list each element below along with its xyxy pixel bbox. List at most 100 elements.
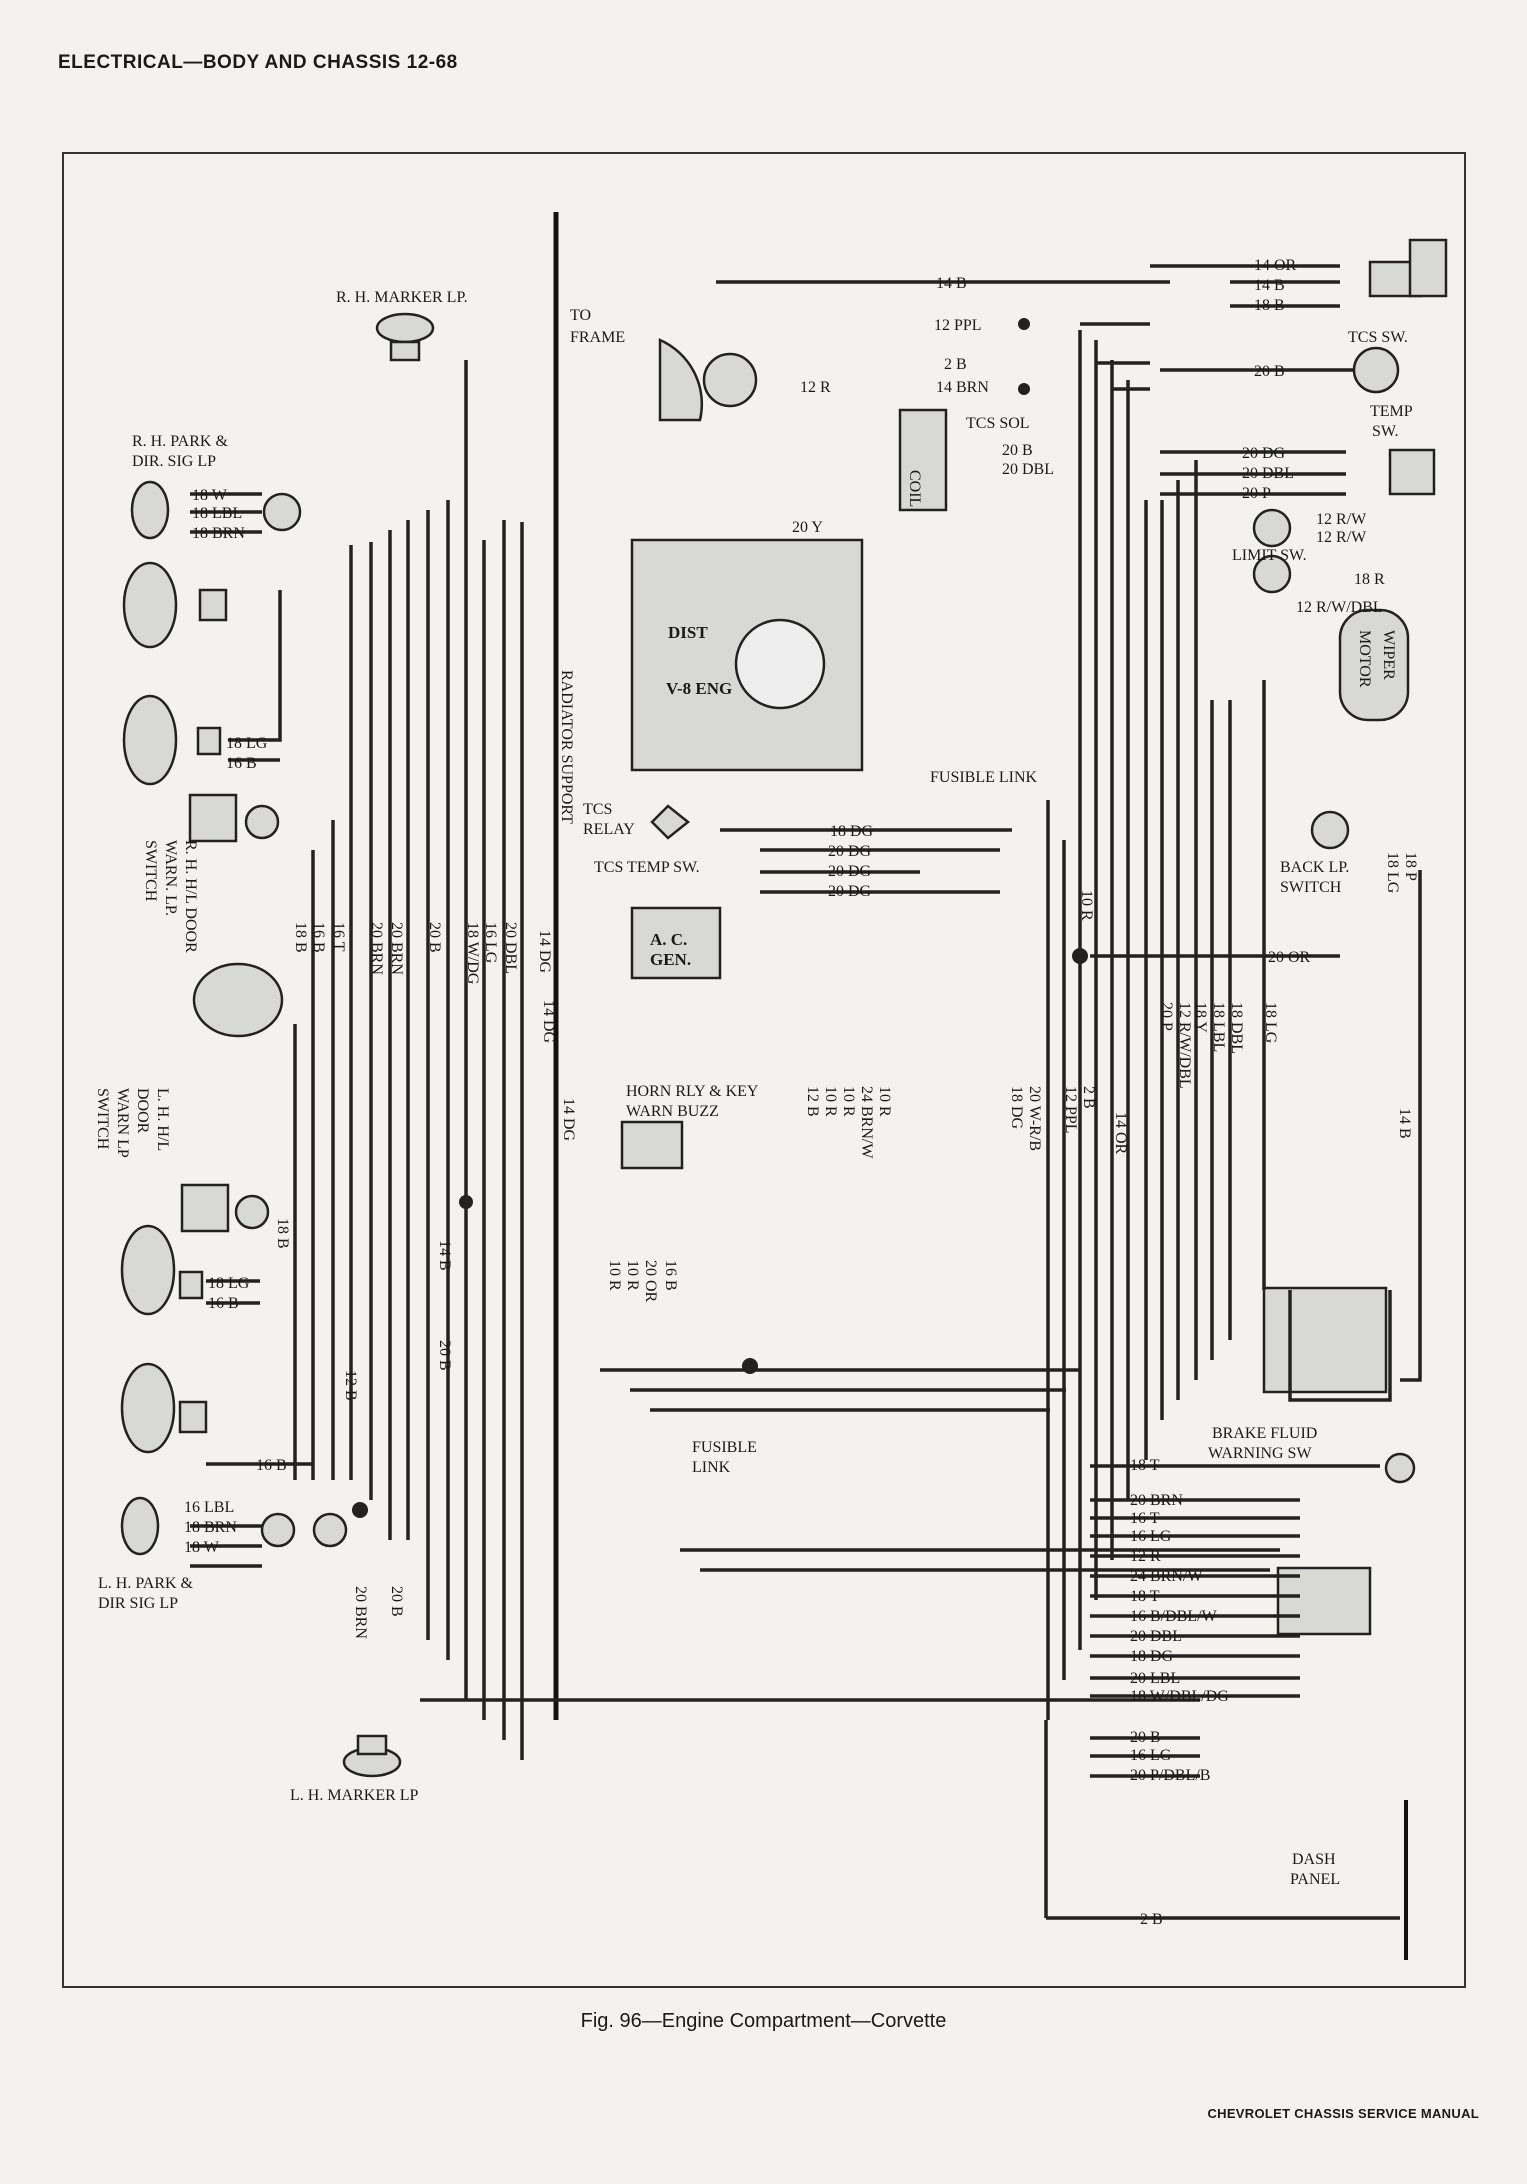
back-lamp-switch [1310,810,1350,850]
lh-door-label-3: WARN LP [114,1088,131,1158]
wire-label: 12 R [800,379,831,396]
lh-door-label-2: DOOR [134,1088,151,1134]
tcs-temp-sw-label: TCS TEMP SW. [594,859,700,876]
lh-door-label-4: SWITCH [94,1088,111,1150]
temp-sw-label-2: SW. [1372,423,1399,440]
wire-label: 14 OR [1112,1112,1129,1155]
wire-label: 16 B [226,755,257,772]
brake-fluid-switch [1262,1286,1388,1394]
lh-marker-label: L. H. MARKER LP [290,1787,419,1804]
wire-label: 16 B/DBL/W [1130,1608,1218,1625]
wire-label: 12 PPL [934,317,982,334]
tcs-switch-block [1368,238,1448,298]
rh-headlamp-hi [122,561,228,649]
wire-label: 18 DBL [1228,1002,1245,1054]
ac-generator [630,906,722,980]
tcs-relay-label: TCS [583,801,612,818]
brake-fluid-label: BRAKE FLUID [1212,1425,1317,1442]
wire-label: 20 P [1242,485,1271,502]
gen-label: A. C. [650,930,687,949]
wire-label: 10 R [1078,890,1095,921]
limit-sw-label: LIMIT SW. [1232,547,1307,564]
wire-label: 18 R [1354,571,1385,588]
wire-label: 18 T [1130,1457,1160,1474]
wire-label: 18 DG [1130,1648,1174,1665]
wire-label: 20 B [1002,442,1033,459]
wire-label: 14 DG [560,1098,577,1142]
wire-label: 12 R [1130,1548,1161,1565]
wire-label: 18 B [1254,297,1285,314]
wiper-label-2: MOTOR [1356,630,1373,688]
page-header: ELECTRICAL—BODY AND CHASSIS 12-68 [58,52,458,73]
rh-park-label-2: DIR. SIG LP [132,453,216,470]
wire-label: 12 R/W [1316,511,1367,528]
wire-label: 20 BRN [352,1586,369,1639]
lh-marker-lamp [342,1734,402,1778]
dash-panel-label-2: PANEL [1290,1871,1340,1888]
wire-label: 20 DG [828,883,872,900]
coil-label: COIL [906,470,923,507]
rh-door-switch [188,793,280,843]
wire-label: 18 Y [1192,1002,1209,1033]
wire-label: 24 BRN/W [858,1086,875,1159]
wire-label: 18 LG [1262,1002,1279,1044]
wire-label: 16 LG [482,922,499,964]
wire-label: 18 W [192,487,228,504]
wire-label: 20 LBL [1130,1670,1180,1687]
engine-block [630,538,864,772]
wire-label: 18 W/DG [464,922,481,985]
limit-sw [1252,508,1292,594]
wire-label: 16 LG [1130,1528,1172,1545]
wire-label: 20 W-R/B [1026,1086,1043,1151]
wire-label: 12 R/W [1316,529,1367,546]
wire-label: 14 B [1254,277,1285,294]
temp-sw [1388,448,1436,496]
wire-label: 20 P [1158,1002,1175,1031]
diagram-frame [62,152,1466,1988]
wire-label: 20 B [436,1340,453,1371]
wire-label: 16 LG [1130,1747,1172,1764]
lh-door-switch [180,1183,270,1233]
fusible-link-label: FUSIBLE LINK [930,769,1038,786]
lh-park-label-2: DIR SIG LP [98,1595,178,1612]
wire-label: 16 T [1130,1510,1160,1527]
wire-label: 16 B [256,1457,287,1474]
wire-label: 18 DG [830,823,874,840]
wire-label: 14 B [936,275,967,292]
lh-headlamp-beam [120,1224,204,1316]
dash-panel-label: DASH [1292,1851,1336,1868]
back-lp-sw-label-2: SWITCH [1280,879,1342,896]
wire-label: 20 Y [792,519,823,536]
wire-label: 16 LBL [184,1499,234,1516]
wire-label: 10 R [624,1260,641,1291]
horn-component [192,962,284,1038]
fusible-link-2-label-2: LINK [692,1459,731,1476]
wire-label: 2 B [944,356,967,373]
wire-label: 14 DG [536,930,553,974]
wire-label: 20 OR [1268,949,1311,966]
wire-label: 20 BRN [388,922,405,975]
rh-park-lamp [130,480,302,540]
wire-label: 14 BRN [936,379,989,396]
starter-motor [658,338,758,422]
wire-label: 20 BRN [368,922,385,975]
wire-label: 10 R [822,1086,839,1117]
wire-label: 12 PPL [1062,1086,1079,1134]
wire-label: 18 LG [208,1275,250,1292]
wire-label: 10 R [606,1260,623,1291]
wire-label: 20 B [426,922,443,953]
rh-marker-label: R. H. MARKER LP. [336,289,468,306]
rh-door-label-3: SWITCH [142,840,159,902]
tcs-sw-label: TCS SW. [1348,329,1408,346]
wire-label: 18 LBL [192,505,242,522]
wiring-harness [190,264,1422,1920]
wire-label: 20 DG [828,863,872,880]
wire-label: 20 B [1254,363,1285,380]
wire-label: 20 DG [1242,445,1286,462]
wiper-label: WIPER [1380,630,1397,680]
lh-door-label: L. H. H/L [154,1088,171,1151]
wire-label: 2 B [1140,1911,1163,1928]
tcs-sw [1352,346,1400,394]
junction-dots [352,318,1088,1518]
radiator-support-label: RADIATOR SUPPORT [558,670,575,824]
